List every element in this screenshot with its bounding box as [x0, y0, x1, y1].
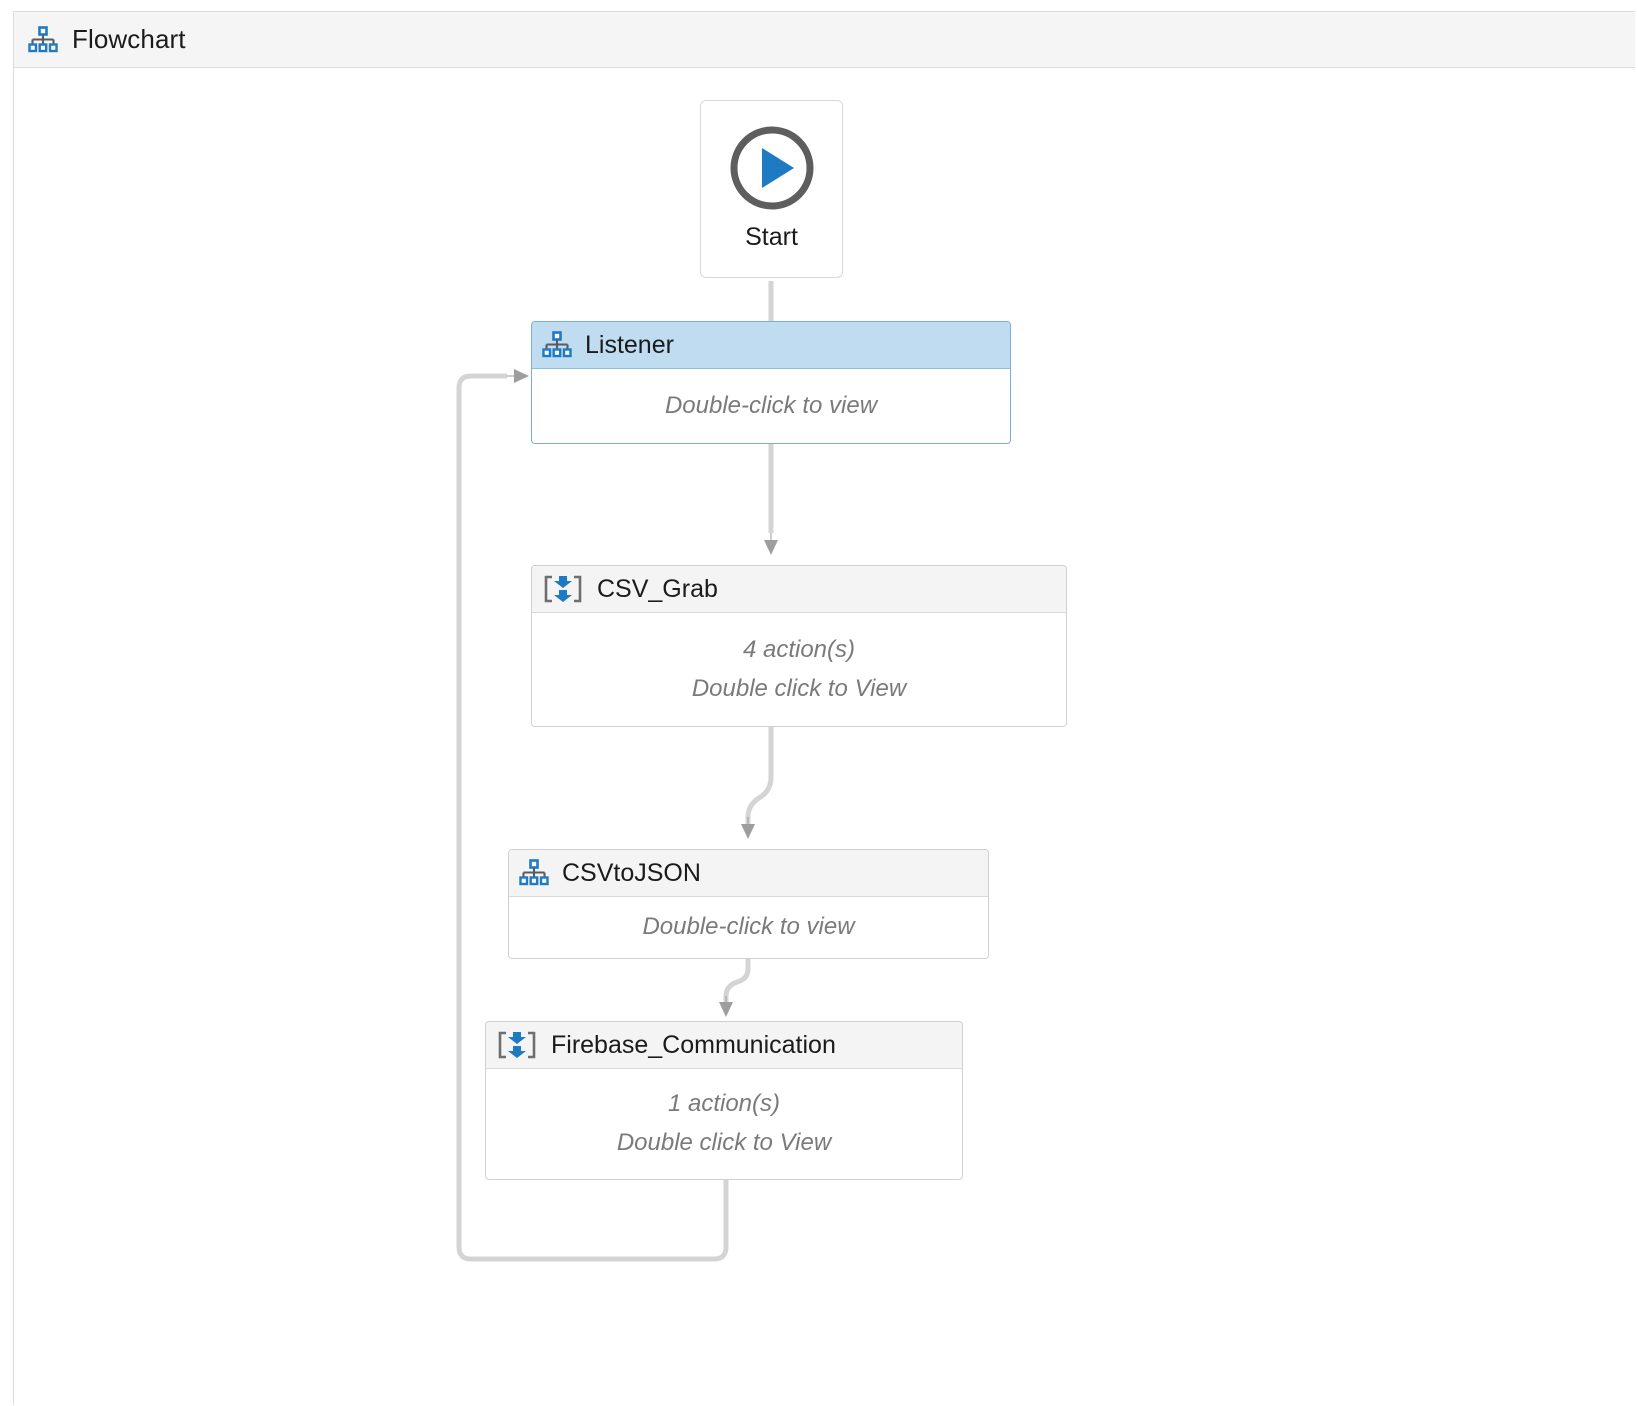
start-label: Start [745, 223, 798, 251]
node-listener[interactable]: Listener Double-click to view [531, 321, 1011, 444]
edge-csvgrab-to-csvtojson [741, 727, 774, 839]
node-firebase-communication-body[interactable]: 1 action(s) Double click to View [486, 1069, 962, 1179]
node-csv-grab-header[interactable]: CSV_Grab [532, 566, 1066, 613]
page-title: Flowchart [72, 24, 186, 54]
node-hint-line: Double click to View [616, 1129, 832, 1156]
node-listener-header[interactable]: Listener [532, 322, 1010, 369]
node-csv-to-json-title: CSVtoJSON [562, 858, 701, 887]
node-firebase-communication-title: Firebase_Communication [551, 1030, 836, 1059]
hierarchy-icon [519, 858, 549, 888]
node-firebase-communication[interactable]: Firebase_Communication 1 action(s) Doubl… [485, 1021, 963, 1180]
node-listener-body[interactable]: Double-click to view [532, 369, 1010, 443]
node-csv-to-json-header[interactable]: CSVtoJSON [509, 850, 988, 897]
node-hint-line: Double-click to view [642, 913, 855, 941]
hierarchy-icon [28, 25, 58, 55]
node-action-count: 1 action(s) [667, 1090, 781, 1118]
node-csv-grab-body[interactable]: 4 action(s) Double click to View [532, 613, 1066, 726]
bracket-download-icon [542, 574, 584, 604]
node-firebase-communication-header[interactable]: Firebase_Communication [486, 1022, 962, 1069]
node-listener-title: Listener [585, 330, 674, 359]
panel-header: Flowchart [14, 12, 1635, 68]
play-circle-icon [727, 123, 817, 213]
flowchart-panel: Flowchart [13, 11, 1635, 1405]
hierarchy-icon [542, 330, 572, 360]
edge-csvtojson-to-firebase [719, 959, 751, 1017]
node-csv-grab[interactable]: CSV_Grab 4 action(s) Double click to Vie… [531, 565, 1067, 727]
node-hint-line: Double click to View [691, 674, 907, 702]
start-node[interactable]: Start [700, 100, 843, 278]
node-csv-to-json[interactable]: CSVtoJSON Double-click to view [508, 849, 989, 959]
node-hint-line: Double-click to view [664, 391, 878, 419]
node-csv-grab-title: CSV_Grab [597, 574, 718, 603]
node-csv-to-json-body[interactable]: Double-click to view [509, 897, 988, 958]
node-action-count: 4 action(s) [742, 635, 856, 663]
bracket-download-icon [496, 1030, 538, 1060]
flowchart-canvas[interactable]: Start Listener [14, 69, 1635, 1405]
